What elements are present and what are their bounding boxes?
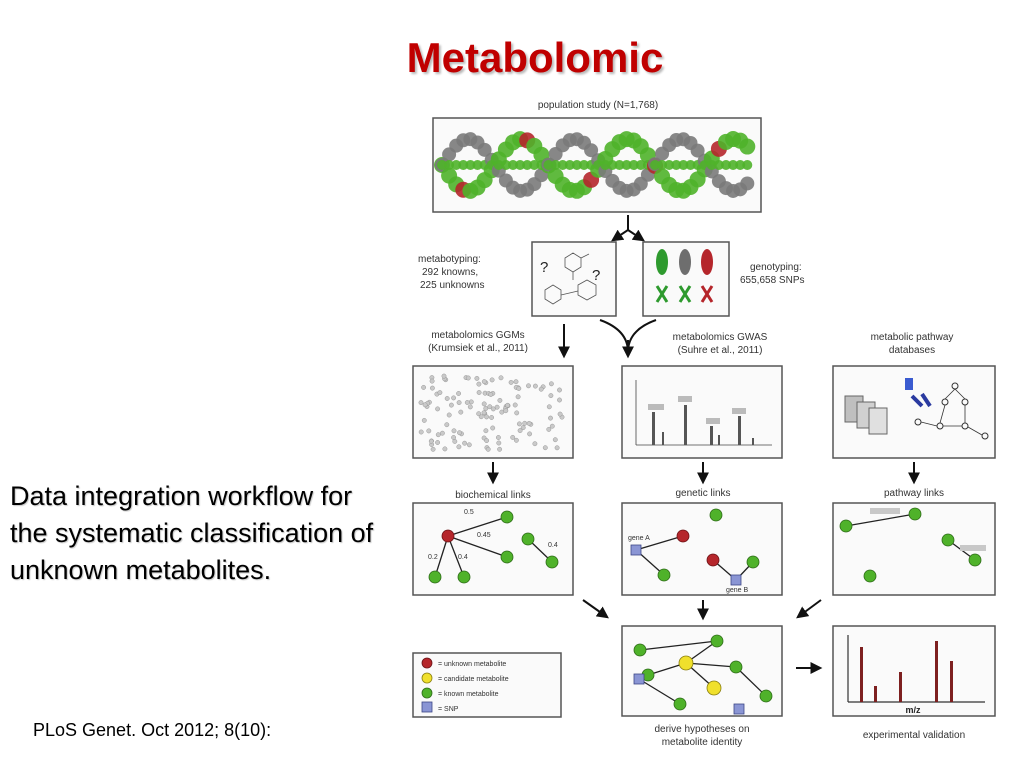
genetic-links-label: genetic links: [675, 488, 730, 499]
legend-known-swatch: [421, 687, 433, 699]
population-study-label: population study (N=1,768): [538, 100, 658, 111]
edge-weight-2: 0.45: [477, 532, 491, 539]
metabotyping-label-3: 225 unknowns: [420, 280, 485, 291]
legend-unknown-swatch: [421, 657, 433, 669]
gwas-plot-box: [621, 365, 783, 459]
molecule-structures-image: [544, 252, 597, 305]
derive-label-2: metabolite identity: [662, 737, 743, 748]
genetic-links-box: [621, 502, 783, 596]
gwas-label-2: (Suhre et al., 2011): [678, 345, 763, 356]
gene-b-label: gene B: [726, 587, 749, 594]
experimental-validation-label: experimental validation: [863, 730, 965, 741]
mass-spectrum-plot: [847, 635, 985, 703]
pathway-db-label-1: metabolic pathway: [871, 332, 954, 343]
metabotyping-label-2: 292 knowns,: [422, 267, 478, 278]
pathway-links-graph: [839, 507, 986, 583]
ggm-label-1: metabolomics GGMs: [431, 330, 524, 341]
gwas-label-1: metabolomics GWAS: [673, 332, 768, 343]
edge-weight-3: 0.2: [428, 554, 438, 561]
citation: PLoS Genet. Oct 2012; 8(10):: [33, 720, 272, 740]
unknown-mark-1: ?: [540, 259, 548, 276]
legend-snp-label: = SNP: [438, 706, 459, 713]
genotyping-label-1: genotyping:: [750, 262, 802, 273]
legend-candidate-label: = candidate metabolite: [438, 676, 509, 683]
slide-body-text: Data integration workflow for the system…: [10, 481, 374, 585]
population-helix-image: [434, 131, 756, 199]
arrow-pathway-to-derive: [796, 599, 822, 619]
arrow-to-genotyping: [627, 229, 645, 242]
metabotyping-box: [531, 241, 617, 317]
slide-title: Metabolomic: [406, 34, 664, 81]
chromosomes-image: [655, 249, 714, 303]
legend-unknown-label: = unknown metabolite: [438, 661, 506, 668]
legend-known-label: = known metabolite: [438, 691, 499, 698]
edge-weight-5: 0.4: [548, 542, 558, 549]
unknown-mark-2: ?: [592, 267, 600, 284]
pathway-db-label-2: databases: [889, 345, 935, 356]
ggm-label-2: (Krumsiek et al., 2011): [428, 343, 528, 354]
metabotyping-label-1: metabotyping:: [418, 254, 481, 265]
genetic-links-graph: [630, 508, 760, 586]
edge-weight-4: 0.4: [458, 554, 468, 561]
mz-axis-label: m/z: [905, 705, 921, 715]
legend-candidate-swatch: [421, 672, 433, 684]
derive-label-1: derive hypotheses on: [654, 724, 749, 735]
workflow-diagram: population study (N=1,768) metabotyping:…: [412, 100, 996, 748]
gwas-manhattan-plot-image: [635, 380, 772, 446]
pathway-links-label: pathway links: [884, 488, 944, 499]
ggm-network-image: [418, 373, 565, 452]
legend-box: [412, 652, 562, 718]
arrow-to-metabotyping: [611, 215, 629, 242]
pathway-database-image: [844, 378, 989, 440]
genotyping-label-2: 655,658 SNPs: [740, 275, 805, 286]
derive-hypotheses-graph: [633, 634, 773, 715]
arrow-biochemical-to-derive: [582, 599, 609, 619]
edge-weight-1: 0.5: [464, 509, 474, 516]
legend-snp-swatch: [421, 701, 433, 713]
gene-a-label: gene A: [628, 535, 650, 542]
biochemical-links-graph: [428, 510, 559, 584]
biochemical-links-label: biochemical links: [455, 490, 531, 501]
